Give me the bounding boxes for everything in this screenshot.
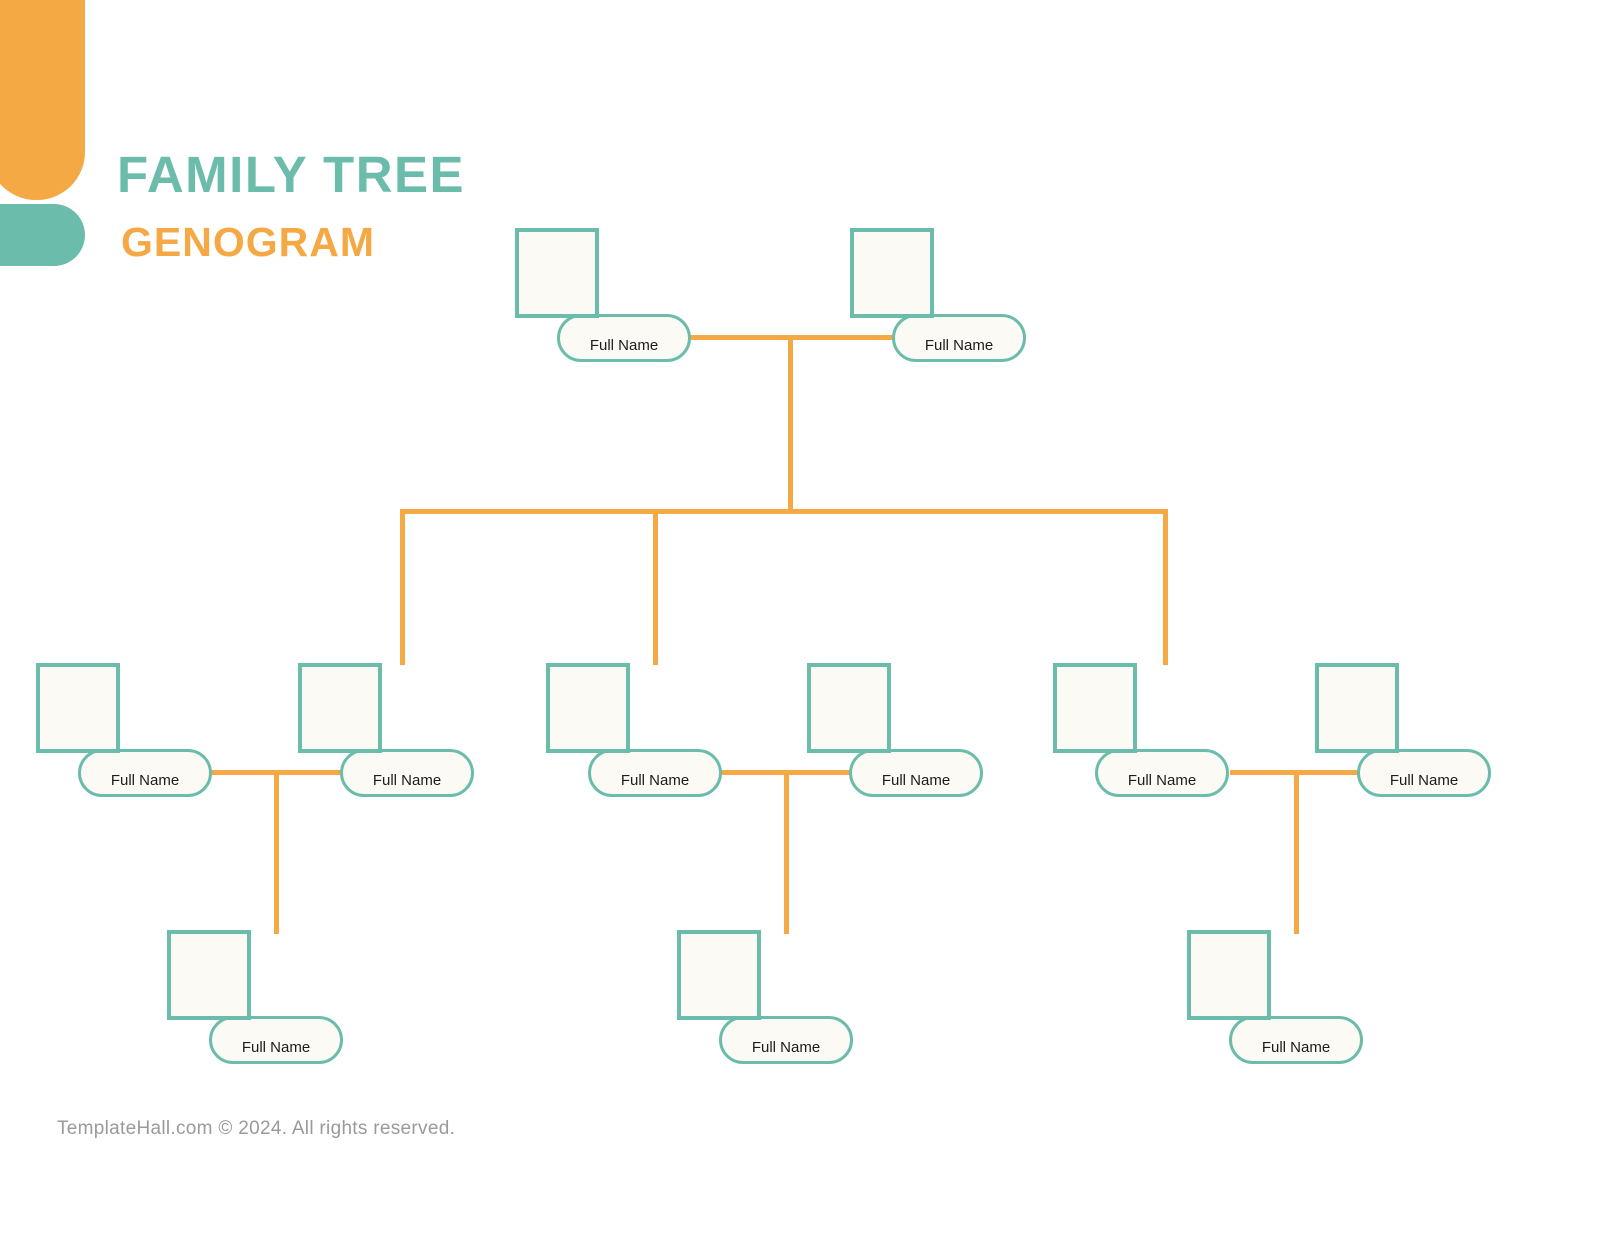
- page-subtitle: GENOGRAM: [121, 219, 375, 265]
- photo-placeholder[interactable]: [1187, 930, 1271, 1020]
- name-field[interactable]: Full Name: [78, 749, 212, 797]
- name-label: Full Name: [1389, 771, 1459, 789]
- name-field[interactable]: Full Name: [719, 1016, 853, 1064]
- name-field[interactable]: Full Name: [340, 749, 474, 797]
- name-label: Full Name: [881, 771, 951, 789]
- orange-accent-shape: [0, 0, 85, 200]
- name-field[interactable]: Full Name: [849, 749, 983, 797]
- name-label: Full Name: [589, 336, 659, 354]
- photo-placeholder[interactable]: [807, 663, 891, 753]
- name-field[interactable]: Full Name: [588, 749, 722, 797]
- photo-placeholder[interactable]: [1053, 663, 1137, 753]
- name-label: Full Name: [241, 1038, 311, 1056]
- photo-placeholder[interactable]: [167, 930, 251, 1020]
- photo-placeholder[interactable]: [850, 228, 934, 318]
- photo-placeholder[interactable]: [1315, 663, 1399, 753]
- connector-child-drop-b: [784, 770, 789, 934]
- name-field[interactable]: Full Name: [1095, 749, 1229, 797]
- name-field[interactable]: Full Name: [1357, 749, 1491, 797]
- connector-child-drop-c: [1294, 770, 1299, 934]
- name-label: Full Name: [110, 771, 180, 789]
- name-label: Full Name: [1261, 1038, 1331, 1056]
- name-field[interactable]: Full Name: [1229, 1016, 1363, 1064]
- connector-drop-right: [1163, 509, 1168, 665]
- name-field[interactable]: Full Name: [209, 1016, 343, 1064]
- name-label: Full Name: [751, 1038, 821, 1056]
- teal-accent-shape: [0, 204, 85, 266]
- page-title: FAMILY TREE: [117, 146, 466, 203]
- photo-placeholder[interactable]: [36, 663, 120, 753]
- photo-placeholder[interactable]: [515, 228, 599, 318]
- footer-copyright: TemplateHall.com © 2024. All rights rese…: [57, 1118, 456, 1139]
- name-label: Full Name: [924, 336, 994, 354]
- connector-gen1-couple: [685, 335, 917, 340]
- connector-child-drop-a: [274, 770, 279, 934]
- connector-drop-middle: [653, 509, 658, 665]
- connector-drop-left: [400, 509, 405, 665]
- connector-sibling-bus: [400, 509, 1168, 514]
- photo-placeholder[interactable]: [298, 663, 382, 753]
- name-field[interactable]: Full Name: [892, 314, 1026, 362]
- name-label: Full Name: [620, 771, 690, 789]
- name-field[interactable]: Full Name: [557, 314, 691, 362]
- name-label: Full Name: [1127, 771, 1197, 789]
- name-label: Full Name: [372, 771, 442, 789]
- connector-gen1-trunk: [788, 335, 793, 514]
- photo-placeholder[interactable]: [546, 663, 630, 753]
- photo-placeholder[interactable]: [677, 930, 761, 1020]
